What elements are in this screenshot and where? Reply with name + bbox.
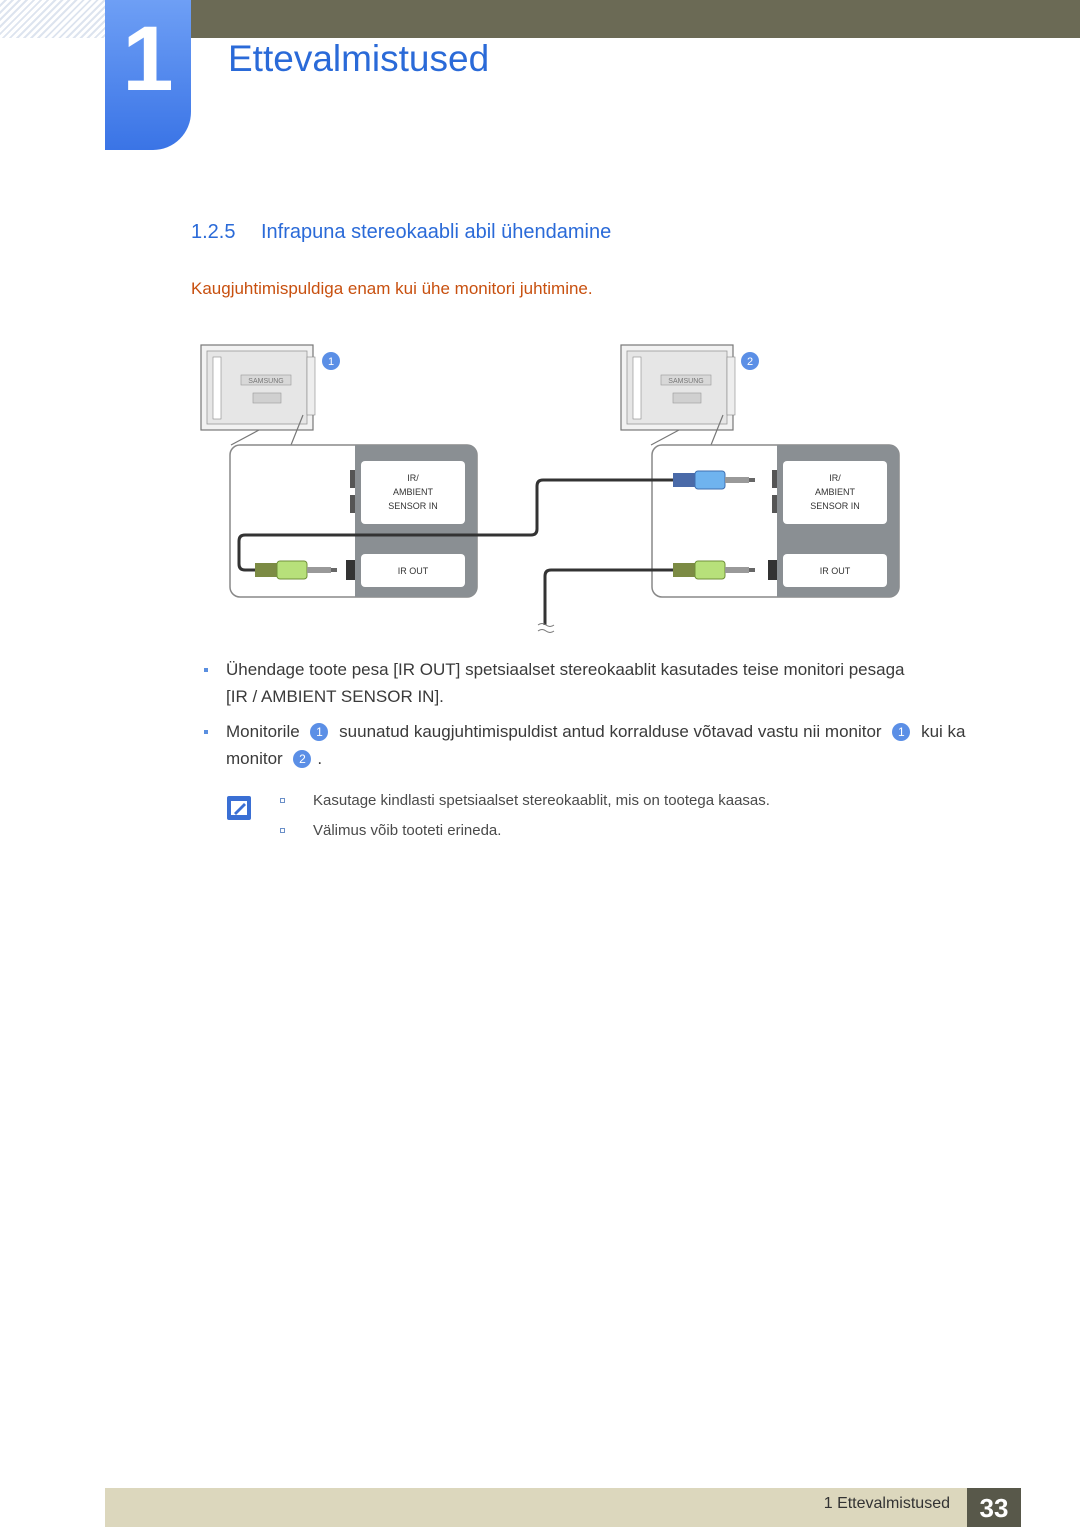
connection-diagram: SAMSUNG 1 SAMSUNG 2 IR/ AMBIENT SENSOR I… bbox=[200, 344, 900, 633]
panel-2-in-label-2: AMBIENT bbox=[815, 487, 856, 497]
bullet-1-line-2: [IR / AMBIENT SENSOR IN]. bbox=[226, 687, 444, 706]
bullet-2: Monitorile 1 suunatud kaugjuhtimispuldis… bbox=[204, 718, 1006, 772]
footer-chapter-label: 1 Ettevalmistused bbox=[823, 1495, 950, 1512]
bullet-1-line-1: Ühendage toote pesa [IR OUT] spetsiaalse… bbox=[226, 660, 905, 679]
panel-1-out-label: IR OUT bbox=[398, 566, 429, 576]
bullet-1: Ühendage toote pesa [IR OUT] spetsiaalse… bbox=[204, 656, 1006, 710]
bullet-2-text-5: . bbox=[317, 749, 323, 768]
section-title: 1.2.5 Infrapuna stereokaabli abil ühendam… bbox=[191, 221, 611, 244]
monitor-2-badge: 2 bbox=[747, 356, 753, 368]
panel-2-in-label-3: SENSOR IN bbox=[810, 501, 860, 511]
bullet-2-text-2: suunatud kaugjuhtimispuldist antud korra… bbox=[339, 722, 882, 741]
monitor-1-brand: SAMSUNG bbox=[248, 378, 283, 385]
note-icon bbox=[227, 796, 251, 820]
monitor-1-badge-icon bbox=[322, 352, 340, 370]
monitor-1-illustration: SAMSUNG bbox=[200, 344, 316, 431]
subsection-title: Kaugjuhtimispuldiga enam kui ühe monitor… bbox=[191, 279, 593, 298]
bullet-2-text-1: Monitorile bbox=[226, 722, 300, 741]
bullet-2-text-4: monitor bbox=[226, 749, 283, 768]
monitor-2-badge-icon bbox=[741, 352, 759, 370]
panel-2-out-label: IR OUT bbox=[820, 566, 851, 576]
monitor-1-badge: 1 bbox=[328, 356, 334, 368]
monitor-2-illustration: SAMSUNG bbox=[620, 344, 736, 431]
panel-1-in-label-1: IR/ bbox=[407, 473, 419, 483]
note-2: Välimus võib tooteti erineda. bbox=[279, 822, 502, 839]
panel-1-in-label-3: SENSOR IN bbox=[388, 501, 438, 511]
note-1: Kasutage kindlasti spetsiaalset stereoka… bbox=[280, 792, 770, 809]
stereo-cable bbox=[237, 478, 673, 572]
monitor-1-inline-badge-2: 1 bbox=[892, 723, 911, 741]
chapter-number-tab: 1 bbox=[105, 0, 191, 150]
panel-1-in-label-2: AMBIENT bbox=[393, 487, 434, 497]
monitor-2-inline-badge: 2 bbox=[293, 750, 312, 768]
footer-bar bbox=[105, 1488, 967, 1527]
green-plug-1 bbox=[255, 560, 337, 580]
monitor-1-inline-badge: 1 bbox=[310, 723, 329, 741]
chapter-title: Ettevalmistused bbox=[228, 38, 490, 79]
section-number: 1.2.5 bbox=[191, 221, 236, 243]
blue-plug bbox=[673, 470, 755, 490]
panel-2-in-label-1: IR/ bbox=[829, 473, 841, 483]
green-plug-2 bbox=[673, 560, 755, 580]
section-title-text: Infrapuna stereokaabli abil ühendamine bbox=[261, 221, 612, 243]
monitor-2-brand: SAMSUNG bbox=[668, 378, 703, 385]
bullet-2-text-3: kui ka bbox=[921, 722, 966, 741]
page-number: 33 bbox=[967, 1488, 1021, 1527]
header-hatch bbox=[0, 0, 105, 38]
